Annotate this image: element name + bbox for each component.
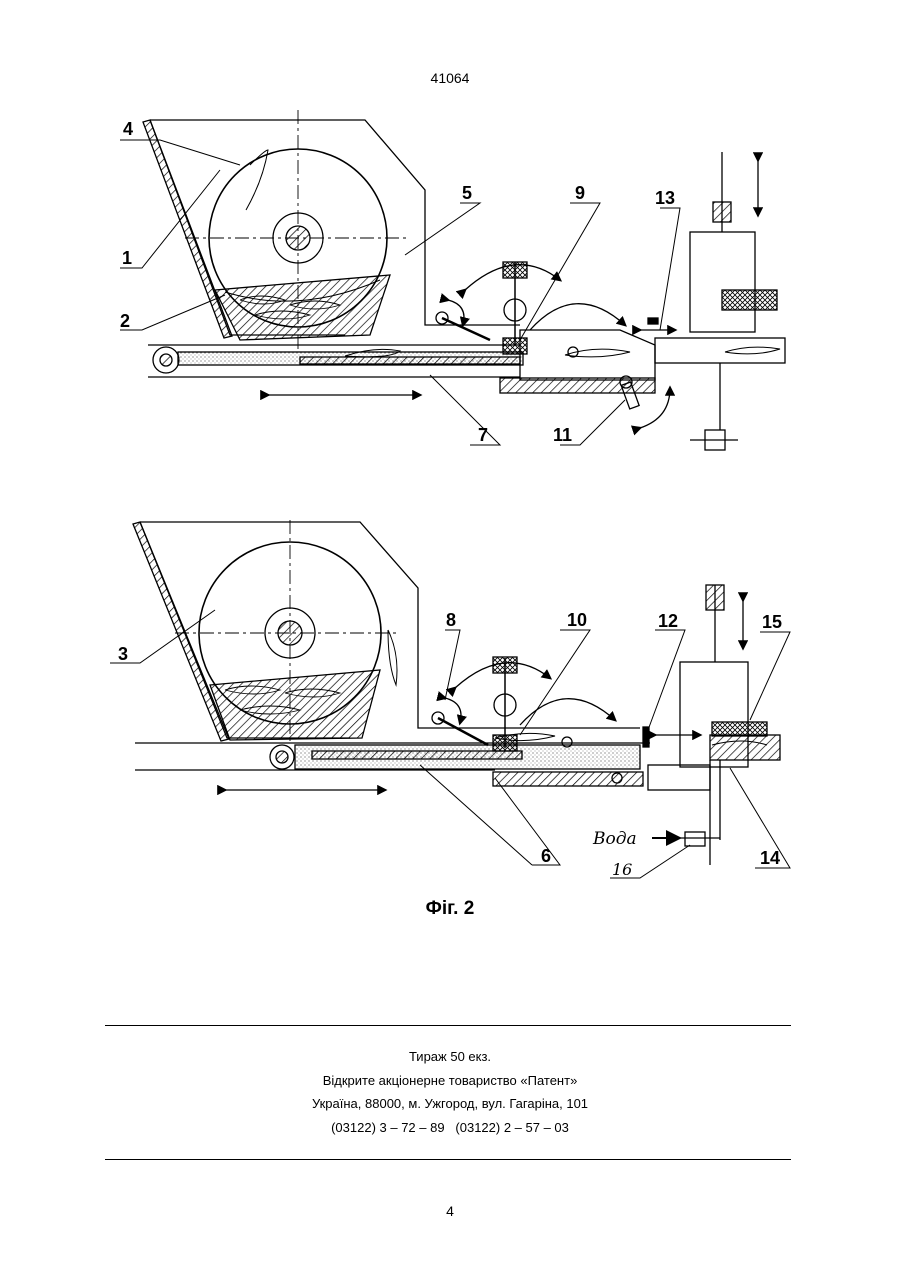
- bottom-view: [133, 520, 780, 865]
- label-3: 3: [118, 644, 128, 664]
- label-14: 14: [760, 848, 780, 868]
- label-7: 7: [478, 425, 488, 445]
- drawing-canvas: 4 1 2 5 9 13 7 11: [100, 100, 800, 890]
- patent-number: 41064: [0, 70, 900, 86]
- label-10: 10: [567, 610, 587, 630]
- page-number: 4: [0, 1203, 900, 1219]
- figure-caption: Фіг. 2: [0, 898, 900, 920]
- imprint-address: Україна, 88000, м. Ужгород, вул. Гагарін…: [0, 1092, 900, 1116]
- label-8: 8: [446, 610, 456, 630]
- label-2: 2: [120, 311, 130, 331]
- label-15: 15: [762, 612, 782, 632]
- label-11: 11: [553, 425, 572, 445]
- label-5: 5: [462, 183, 472, 203]
- label-13: 13: [655, 188, 675, 208]
- imprint-publisher: Відкрите акціонерне товариство «Патент»: [0, 1069, 900, 1093]
- top-leaders: [120, 140, 680, 445]
- label-1: 1: [122, 248, 132, 268]
- top-view: [143, 110, 785, 450]
- divider-top: [105, 1025, 791, 1026]
- label-9: 9: [575, 183, 585, 203]
- imprint-block: Тираж 50 екз. Відкрите акціонерне товари…: [0, 1045, 900, 1139]
- imprint-phones: (03122) 3 – 72 – 89 (03122) 2 – 57 – 03: [0, 1116, 900, 1140]
- label-12: 12: [658, 611, 678, 631]
- imprint-print-run: Тираж 50 екз.: [0, 1045, 900, 1069]
- label-6: 6: [541, 846, 551, 866]
- label-4: 4: [123, 119, 133, 139]
- water-label: Вода: [592, 829, 637, 849]
- divider-bottom: [105, 1159, 791, 1160]
- technical-drawing: 4 1 2 5 9 13 7 11: [100, 100, 800, 890]
- label-16: 16: [612, 860, 632, 879]
